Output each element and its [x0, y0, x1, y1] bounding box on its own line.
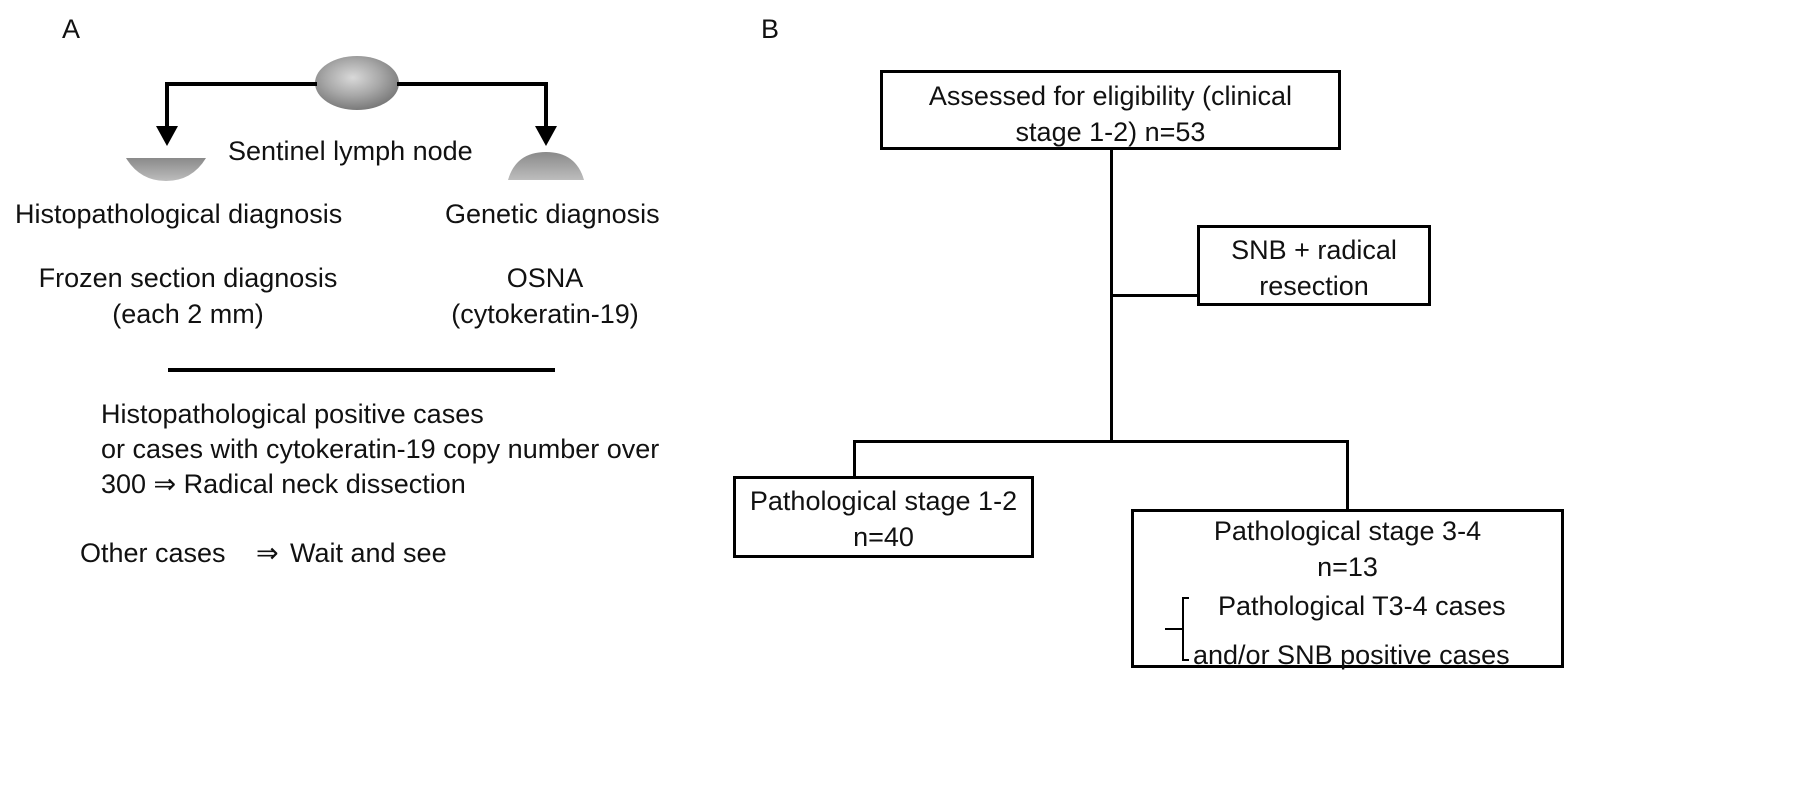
stage12-box: Pathological stage 1-2 n=40 — [733, 476, 1034, 558]
procedure-connector — [1110, 294, 1198, 297]
stage34-sub1: Pathological T3-4 cases — [1218, 591, 1506, 621]
lymph-node-image — [315, 56, 399, 110]
eligibility-line2: stage 1-2) n=53 — [1015, 117, 1206, 147]
criteria-line3: 300 ⇒ Radical neck dissection — [101, 469, 466, 499]
branch-left-arrow-line — [165, 82, 317, 128]
panel-b-label: B — [761, 14, 780, 44]
left-drop-connector — [853, 440, 856, 477]
left-method-line2: (each 2 mm) — [112, 299, 264, 329]
other-cases-label: Other cases — [80, 538, 226, 568]
stage12-line1: Pathological stage 1-2 — [749, 486, 1018, 516]
other-cases-result: Wait and see — [290, 538, 447, 568]
procedure-line1: SNB + radical — [1231, 235, 1397, 265]
eligibility-line1: Assessed for eligibility (clinical — [928, 81, 1293, 111]
eligibility-box: Assessed for eligibility (clinical stage… — [880, 70, 1341, 150]
left-branch-title: Histopathological diagnosis — [15, 199, 343, 229]
branch-right-arrow-line — [397, 82, 548, 128]
node-caption: Sentinel lymph node — [228, 136, 473, 166]
right-half-node-image — [508, 152, 584, 180]
arrow-head-left — [156, 126, 178, 146]
left-half-node-image — [126, 158, 206, 181]
stage34-sub2: and/or SNB positive cases — [1193, 640, 1510, 670]
right-drop-connector — [1346, 440, 1349, 510]
right-method-line2: (cytokeratin-19) — [451, 299, 639, 329]
procedure-box: SNB + radical resection — [1197, 225, 1431, 306]
right-method-line1: OSNA — [506, 263, 584, 293]
left-method-line1: Frozen section diagnosis — [38, 263, 338, 293]
criteria-line1: Histopathological positive cases — [101, 399, 484, 429]
stage34-box — [1131, 509, 1564, 668]
stage34-line1: Pathological stage 3-4 — [1213, 516, 1482, 546]
other-cases-arrow: ⇒ — [256, 538, 279, 568]
panel-a-label: A — [62, 14, 81, 44]
criteria-line2: or cases with cytokeratin-19 copy number… — [101, 434, 660, 464]
split-connector — [853, 440, 1349, 443]
right-branch-title: Genetic diagnosis — [445, 199, 660, 229]
arrow-head-right — [535, 126, 557, 146]
stage12-line2: n=40 — [853, 522, 914, 552]
stage34-line2: n=13 — [1317, 552, 1378, 582]
procedure-line2: resection — [1259, 271, 1369, 301]
